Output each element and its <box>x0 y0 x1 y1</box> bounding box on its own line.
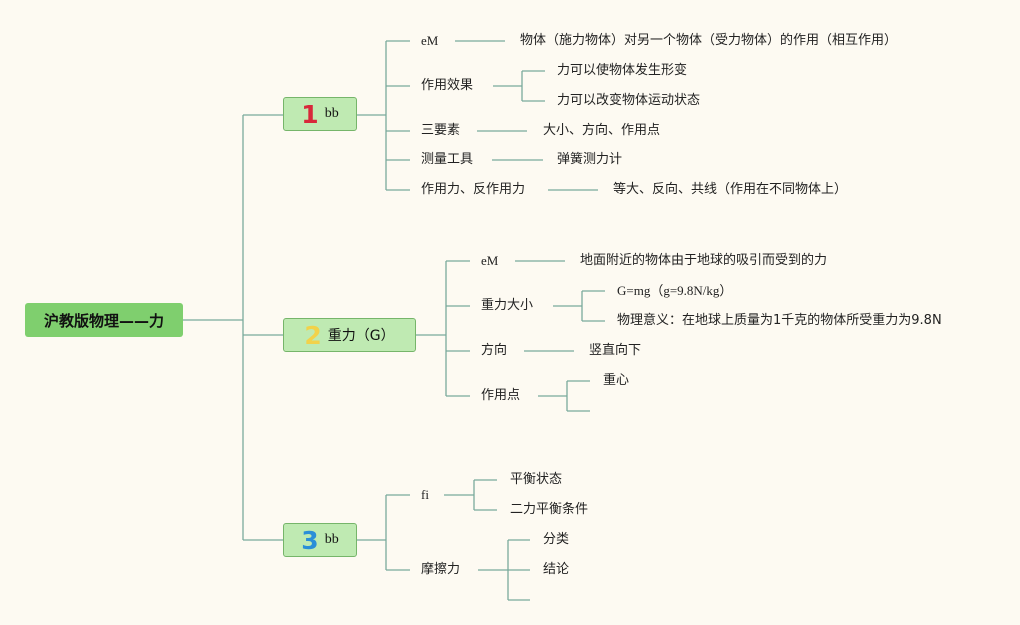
branch-1-subtopic-effects[interactable]: 作用效果 <box>421 78 474 93</box>
number-three-icon: 3 <box>301 525 319 555</box>
branch-2-leaf-center-of-gravity[interactable]: 重心 <box>603 373 630 388</box>
branch-2-subtopic-magnitude[interactable]: 重力大小 <box>481 298 534 313</box>
branch-1-leaf-effect-deform[interactable]: 力可以使物体发生形变 <box>557 63 688 78</box>
branch-1-subtopic-three-elements[interactable]: 三要素 <box>421 123 461 138</box>
branch-2-leaf-definition[interactable]: 地面附近的物体由于地球的吸引而受到的力 <box>580 253 828 268</box>
branch-1-leaf-action-reaction[interactable]: 等大、反向、共线（作用在不同物体上） <box>613 182 848 197</box>
branch-1-leaf-effect-motion[interactable]: 力可以改变物体运动状态 <box>557 93 701 108</box>
branch-2-leaf-physical-meaning[interactable]: 物理意义：在地球上质量为1千克的物体所受重力为9.8N <box>617 313 942 328</box>
branch-2-subtopic-direction[interactable]: 方向 <box>481 343 508 358</box>
branch-3-leaf-classification[interactable]: 分类 <box>543 532 570 547</box>
branch-3-leaf-conclusion[interactable]: 结论 <box>543 562 570 577</box>
number-one-icon: 1 <box>301 99 319 129</box>
root-topic[interactable]: 沪教版物理——力 <box>25 303 183 337</box>
branch-2-leaf-direction[interactable]: 竖直向下 <box>589 343 642 358</box>
branch-2-label: 重力（G） <box>327 328 395 344</box>
branch-3-subtopic-balance[interactable]: fi <box>421 487 429 502</box>
branch-1-topic[interactable]: 1 bb <box>283 97 357 131</box>
branch-1-subtopic-measuring-tool[interactable]: 测量工具 <box>421 152 474 167</box>
branch-1-subtopic-definition[interactable]: eM <box>421 33 439 48</box>
branch-3-subtopic-friction[interactable]: 摩擦力 <box>421 562 461 577</box>
branch-2-leaf-formula[interactable]: G=mg（g=9.8N/kg） <box>617 283 733 298</box>
number-two-icon: 2 <box>304 320 322 350</box>
branch-2-topic[interactable]: 2 重力（G） <box>283 318 416 352</box>
branch-3-label: bb <box>324 532 339 547</box>
branch-3-topic[interactable]: 3 bb <box>283 523 357 557</box>
branch-3-leaf-two-force-balance[interactable]: 二力平衡条件 <box>510 502 589 517</box>
branch-1-subtopic-action-reaction[interactable]: 作用力、反作用力 <box>421 182 526 197</box>
branch-1-leaf-three-elements[interactable]: 大小、方向、作用点 <box>543 123 661 138</box>
branch-1-label: bb <box>324 106 339 121</box>
root-topic-label: 沪教版物理——力 <box>43 311 164 330</box>
branch-3-leaf-equilibrium-state[interactable]: 平衡状态 <box>510 472 563 487</box>
branch-2-subtopic-point-of-application[interactable]: 作用点 <box>481 388 521 403</box>
branch-1-leaf-measuring-tool[interactable]: 弹簧测力计 <box>557 152 623 167</box>
branch-1-leaf-definition[interactable]: 物体（施力物体）对另一个物体（受力物体）的作用（相互作用） <box>520 33 898 48</box>
branch-2-subtopic-definition[interactable]: eM <box>481 253 499 268</box>
